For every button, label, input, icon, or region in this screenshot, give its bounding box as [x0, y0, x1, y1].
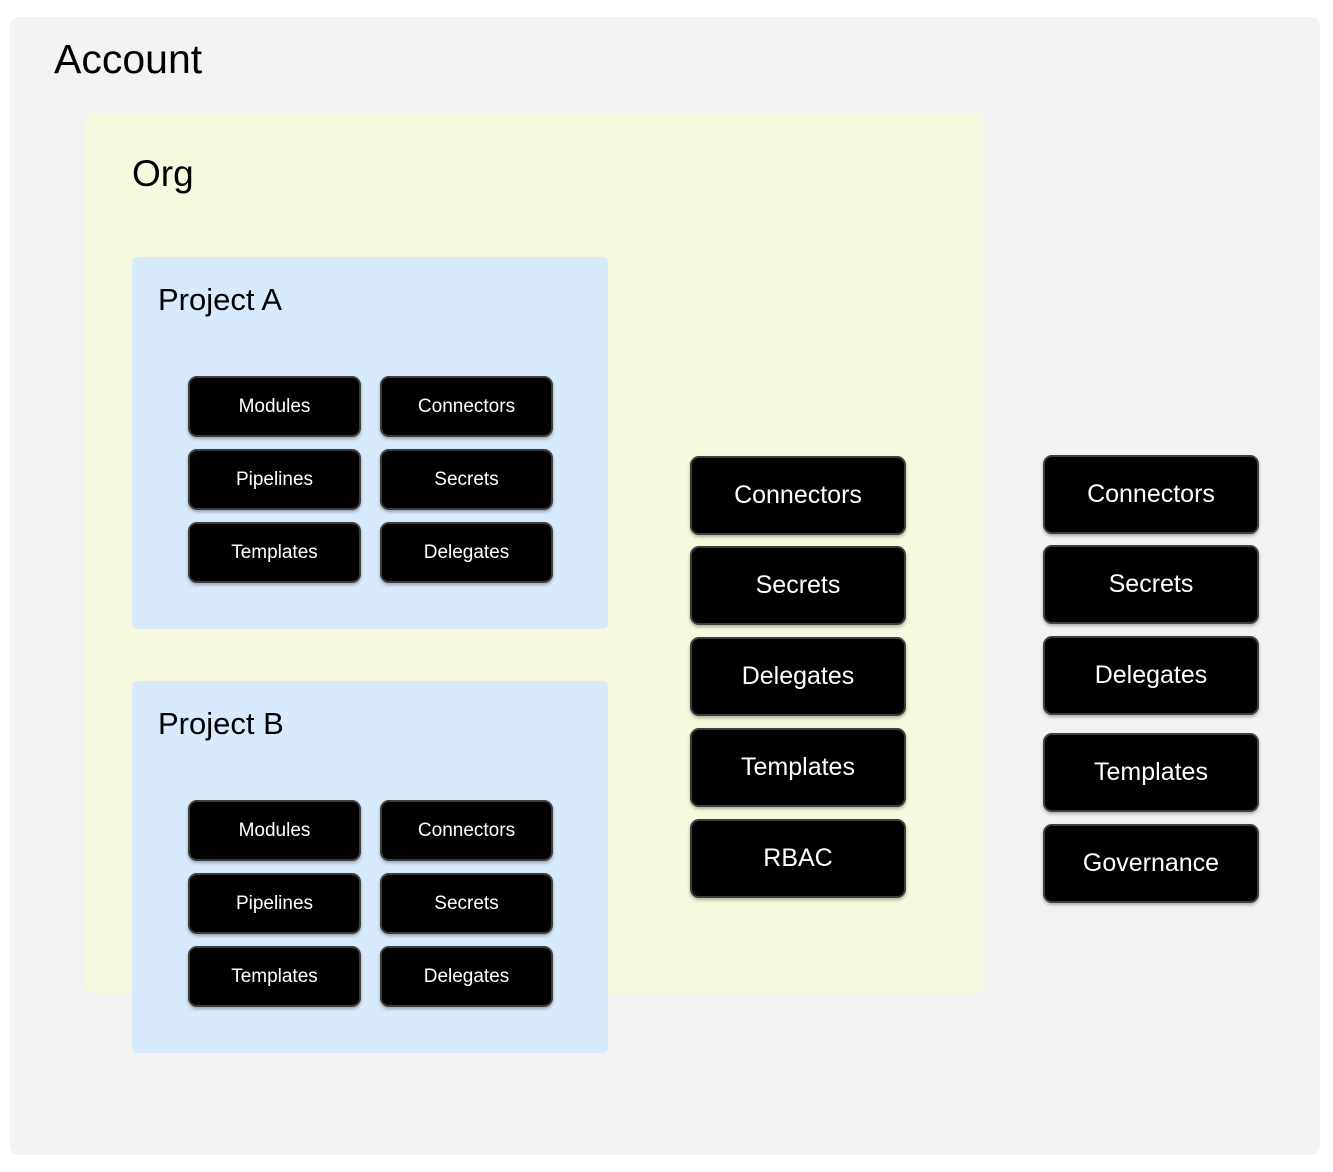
- node-account-connectors[interactable]: Connectors: [1043, 455, 1259, 534]
- node-account-templates[interactable]: Templates: [1043, 733, 1259, 812]
- node-label: RBAC: [763, 844, 833, 872]
- node-project-a-delegates[interactable]: Delegates: [380, 522, 553, 583]
- node-label: Delegates: [423, 541, 510, 563]
- project-a-container: Project A Modules Pipelines Templates Co…: [132, 257, 608, 629]
- node-project-a-modules[interactable]: Modules: [188, 376, 361, 437]
- node-label: Templates: [1094, 758, 1208, 786]
- project-b-title: Project B: [158, 706, 284, 741]
- node-label: Pipelines: [235, 468, 314, 490]
- node-project-a-secrets[interactable]: Secrets: [380, 449, 553, 510]
- node-label: Templates: [741, 753, 855, 781]
- project-b-container: Project B Modules Pipelines Templates Co…: [132, 681, 608, 1053]
- node-label: Connectors: [734, 481, 862, 509]
- project-a-title: Project A: [158, 282, 283, 317]
- node-org-templates[interactable]: Templates: [690, 728, 906, 807]
- node-project-a-templates[interactable]: Templates: [188, 522, 361, 583]
- node-label: Pipelines: [235, 892, 314, 914]
- node-label: Connectors: [417, 819, 516, 841]
- node-label: Secrets: [434, 892, 499, 914]
- node-project-b-secrets[interactable]: Secrets: [380, 873, 553, 934]
- node-label: Secrets: [434, 468, 499, 490]
- node-account-delegates[interactable]: Delegates: [1043, 636, 1259, 715]
- node-org-delegates[interactable]: Delegates: [690, 637, 906, 716]
- node-label: Connectors: [1087, 480, 1215, 508]
- node-project-a-pipelines[interactable]: Pipelines: [188, 449, 361, 510]
- node-account-governance[interactable]: Governance: [1043, 824, 1259, 903]
- org-title: Org: [132, 153, 194, 194]
- node-label: Modules: [238, 395, 311, 417]
- node-org-rbac[interactable]: RBAC: [690, 819, 906, 898]
- node-label: Connectors: [417, 395, 516, 417]
- node-label: Secrets: [1108, 570, 1194, 598]
- node-project-b-templates[interactable]: Templates: [188, 946, 361, 1007]
- node-label: Delegates: [741, 662, 855, 690]
- node-project-b-connectors[interactable]: Connectors: [380, 800, 553, 861]
- node-label: Governance: [1082, 849, 1220, 877]
- node-org-secrets[interactable]: Secrets: [690, 546, 906, 625]
- node-label: Modules: [238, 819, 311, 841]
- node-label: Secrets: [755, 571, 841, 599]
- node-label: Delegates: [423, 965, 510, 987]
- node-project-b-pipelines[interactable]: Pipelines: [188, 873, 361, 934]
- node-project-b-delegates[interactable]: Delegates: [380, 946, 553, 1007]
- node-project-b-modules[interactable]: Modules: [188, 800, 361, 861]
- account-title: Account: [54, 36, 203, 82]
- node-label: Delegates: [1094, 661, 1208, 689]
- node-org-connectors[interactable]: Connectors: [690, 456, 906, 535]
- node-label: Templates: [231, 541, 318, 563]
- node-account-secrets[interactable]: Secrets: [1043, 545, 1259, 624]
- node-label: Templates: [231, 965, 318, 987]
- account-container: Account Org Project A Modules Pipelines …: [10, 17, 1320, 1155]
- node-project-a-connectors[interactable]: Connectors: [380, 376, 553, 437]
